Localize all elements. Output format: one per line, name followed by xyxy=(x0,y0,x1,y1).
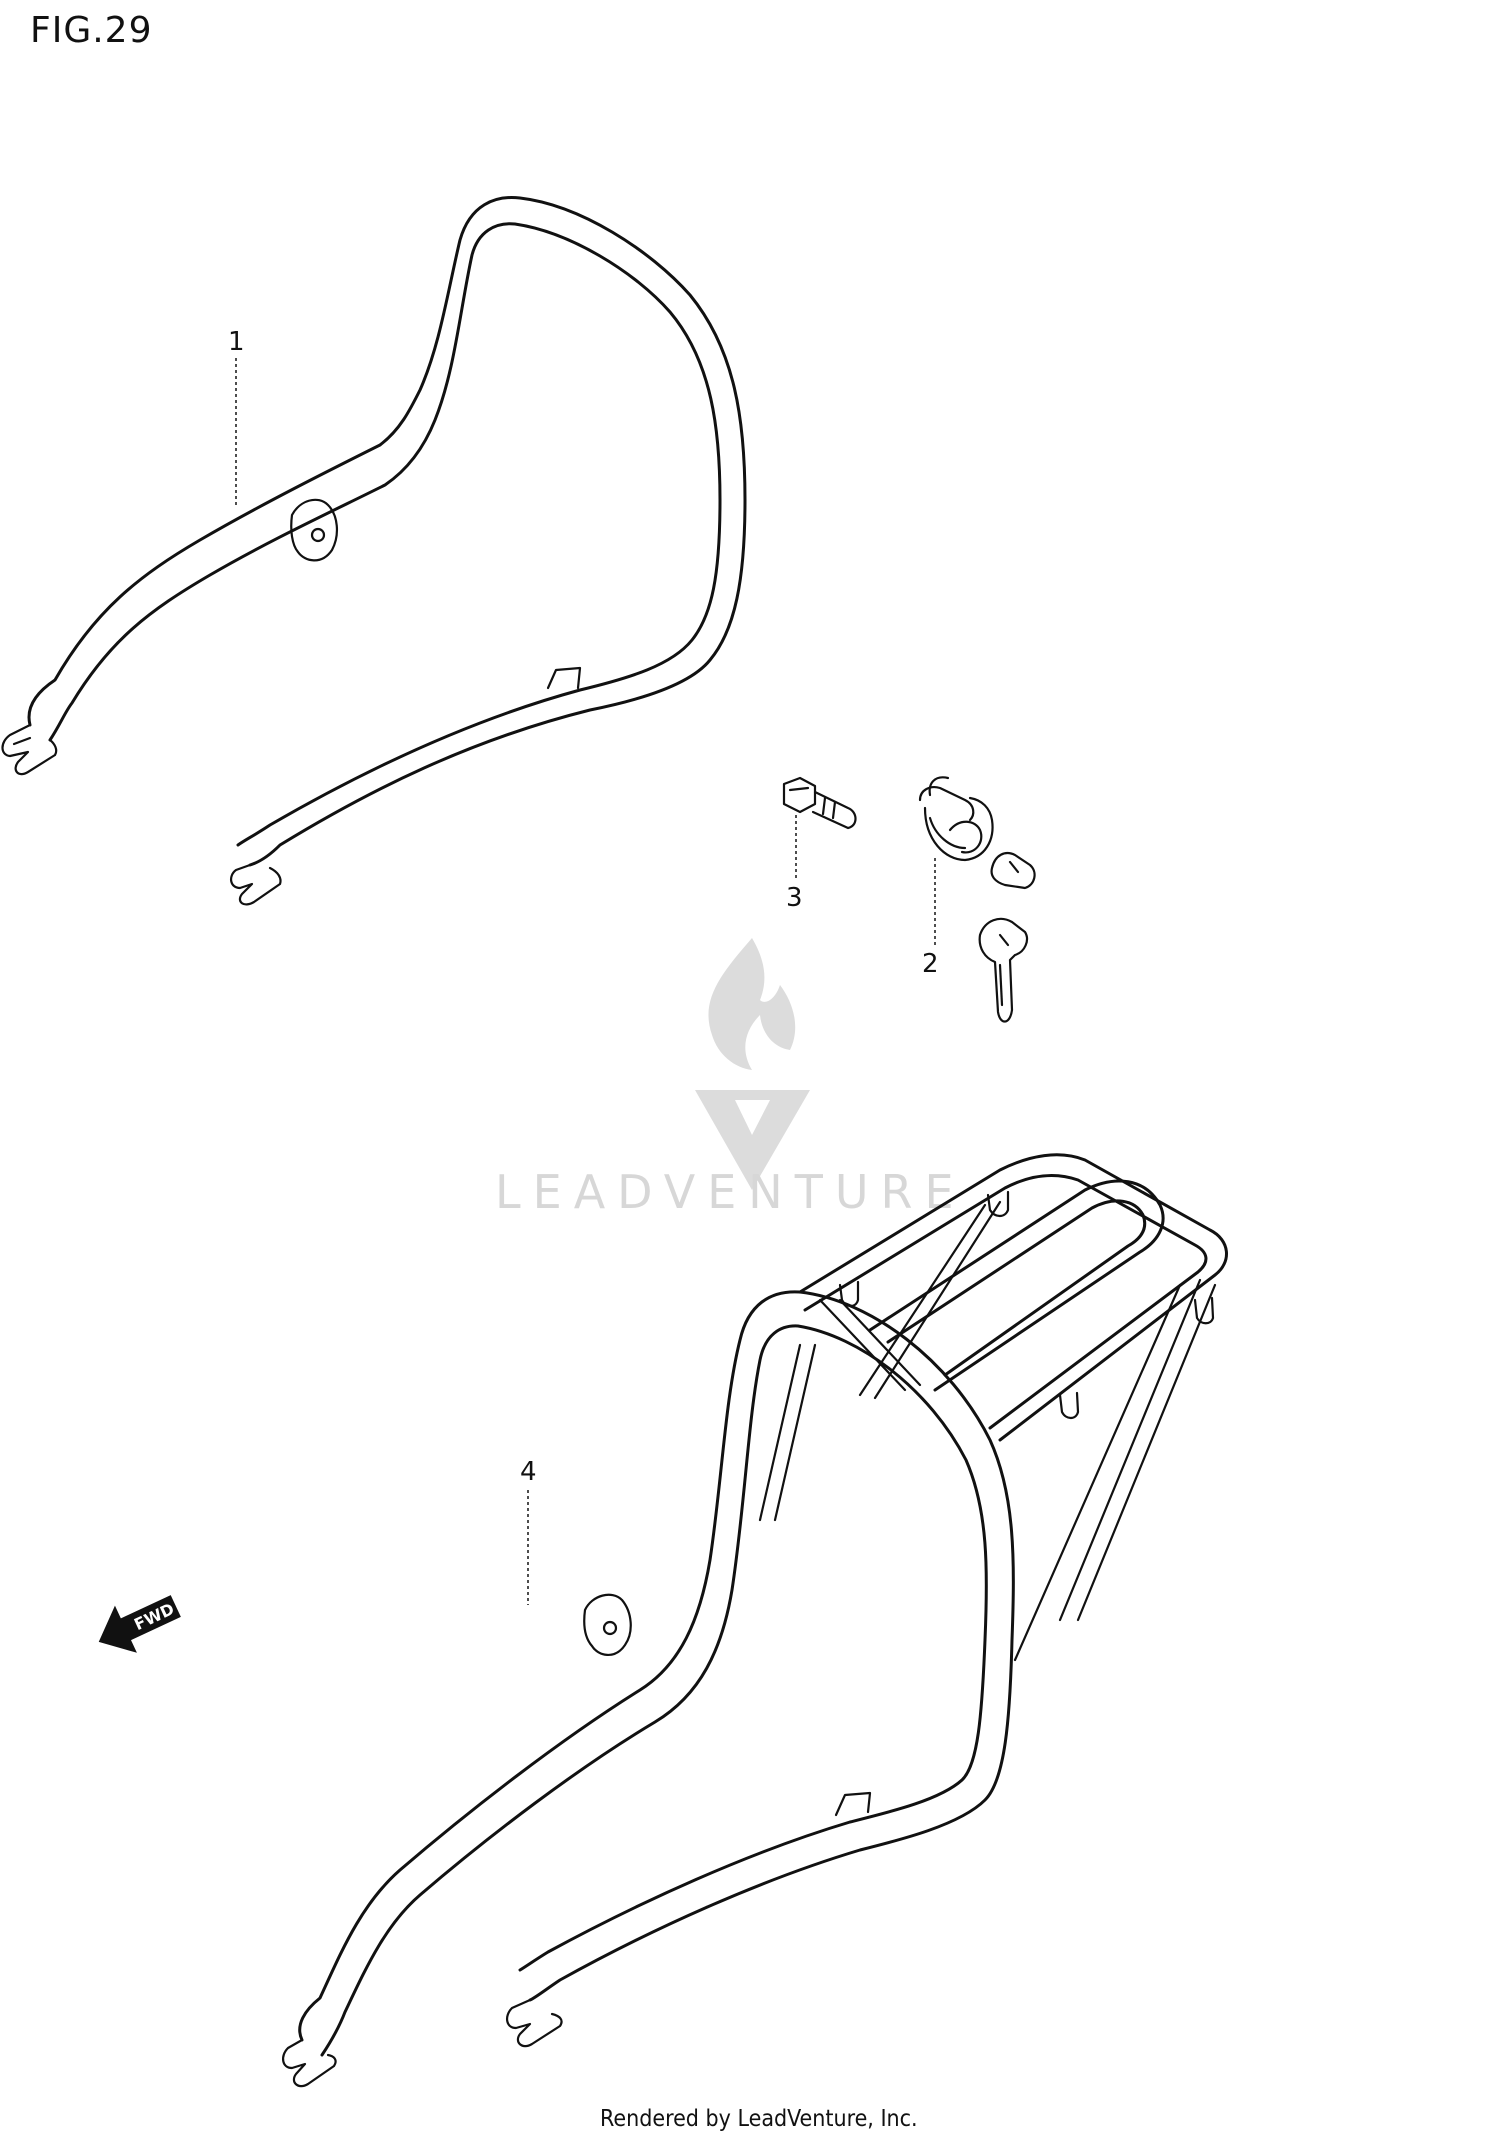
callout-4-label: 4 xyxy=(520,1457,537,1487)
watermark-logo xyxy=(695,938,810,1190)
fwd-direction-arrow: FWD xyxy=(98,1595,181,1653)
watermark: LEADVENTURE xyxy=(495,938,966,1219)
callout-1: 1 xyxy=(228,327,245,508)
callout-1-label: 1 xyxy=(228,327,245,357)
part-2-lock-set xyxy=(918,776,1036,1023)
callout-2: 2 xyxy=(922,858,939,979)
figure-title: FIG.29 xyxy=(30,10,152,51)
callout-3-label: 3 xyxy=(786,883,803,913)
part-4-rear-carrier xyxy=(282,1153,1228,2088)
part-3-bolt xyxy=(782,776,857,830)
callout-2-label: 2 xyxy=(922,949,939,979)
part-1-grab-bar xyxy=(1,196,747,906)
watermark-text: LEADVENTURE xyxy=(495,1165,966,1219)
callout-3: 3 xyxy=(786,815,803,913)
callout-4: 4 xyxy=(520,1457,537,1605)
fwd-arrow-icon xyxy=(98,1595,181,1653)
footer-credit: Rendered by LeadVenture, Inc. xyxy=(600,2106,918,2131)
